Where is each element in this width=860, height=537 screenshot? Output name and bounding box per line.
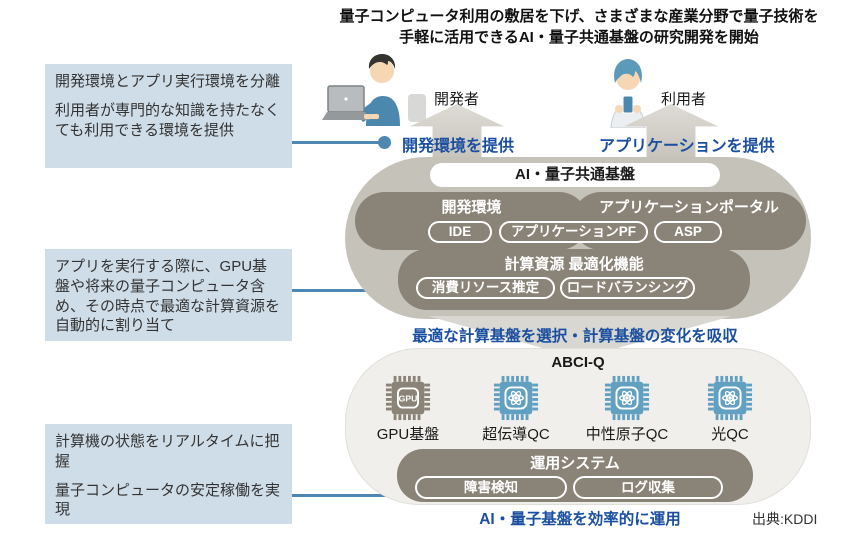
photonic-qc-label: 光QC — [711, 426, 749, 443]
optimizer-label: 計算資源 最適化機能 — [504, 256, 644, 273]
svg-text:GPU: GPU — [399, 393, 418, 403]
bottom-caption: AI・量子基盤を効率的に運用 — [479, 511, 681, 528]
platform-title-pill: AI・量子共通基盤 — [430, 163, 720, 187]
note-stable-operation: 計算機の状態をリアルタイムに把握 量子コンピュータの安定稼働を実現 — [45, 424, 292, 524]
note-paragraph: 開発環境とアプリ実行環境を分離 — [55, 73, 281, 90]
neutral-atom-qc-label: 中性原子QC — [585, 426, 669, 443]
note-paragraph: 利用者が専門的な知識を持たなくても利用できる環境を提供 — [55, 101, 281, 139]
note-paragraph: 計算機の状態をリアルタイムに把握 — [55, 433, 280, 470]
developer-illustration — [322, 54, 426, 126]
ide-pill: IDE — [428, 221, 492, 243]
connector-line-dev-env — [292, 136, 391, 149]
user-label: 利用者 — [661, 91, 707, 108]
developer-label: 開発者 — [434, 91, 480, 108]
ops-label: 運用システム — [530, 455, 620, 472]
neutral-atom-qc-chip-icon — [604, 375, 650, 421]
title-line-2: 手軽に活用できるAI・量子共通基盤の研究開発を開始 — [399, 29, 759, 46]
provide-application-label: アプリケーションを提供 — [599, 138, 775, 155]
note-paragraph: アプリを実行する際に、GPU基盤や将来の量子コンピュータ含め、その時点で最適な計… — [55, 258, 281, 335]
source-credit: 出典:KDDI — [752, 511, 818, 527]
app-portal-label: アプリケーションポータル — [599, 199, 779, 216]
log-collection-pill: ログ収集 — [573, 476, 723, 499]
fault-detection-pill: 障害検知 — [415, 476, 567, 499]
provide-dev-env-label: 開発環境を提供 — [402, 138, 515, 155]
bridge-text: 最適な計算基盤を選択・計算基盤の変化を吸収 — [412, 328, 738, 345]
dev-env-label: 開発環境 — [441, 199, 502, 216]
diagram-title: 量子コンピュータ利用の敷居を下げ、さまざまな産業分野で量子技術を 手軽に活用でき… — [318, 6, 840, 48]
note-separate-environments: 開発環境とアプリ実行環境を分離 利用者が専門的な知識を持たなくても利用できる環境… — [45, 64, 292, 168]
superconducting-qc-label: 超伝導QC — [482, 426, 550, 443]
abci-title: ABCI-Q — [551, 354, 605, 371]
note-resource-allocation: アプリを実行する際に、GPU基盤や将来の量子コンピュータ含め、その時点で最適な計… — [45, 249, 292, 341]
gpu-chip-icon: GPU — [385, 375, 431, 421]
application-pf-pill: アプリケーションPF — [499, 221, 648, 243]
photonic-qc-chip-icon — [707, 375, 753, 421]
asp-pill: ASP — [654, 221, 722, 243]
title-line-1: 量子コンピュータ利用の敷居を下げ、さまざまな産業分野で量子技術を — [339, 8, 819, 25]
resource-estimation-pill: 消費リソース推定 — [416, 277, 555, 299]
connector-dot — [378, 136, 391, 149]
note-paragraph: 量子コンピュータの安定稼働を実現 — [55, 481, 281, 519]
user-illustration — [610, 59, 646, 128]
load-balancing-pill: ロードバランシング — [560, 277, 695, 299]
gpu-node-label: GPU基盤 — [376, 426, 440, 443]
superconducting-qc-chip-icon — [493, 375, 539, 421]
